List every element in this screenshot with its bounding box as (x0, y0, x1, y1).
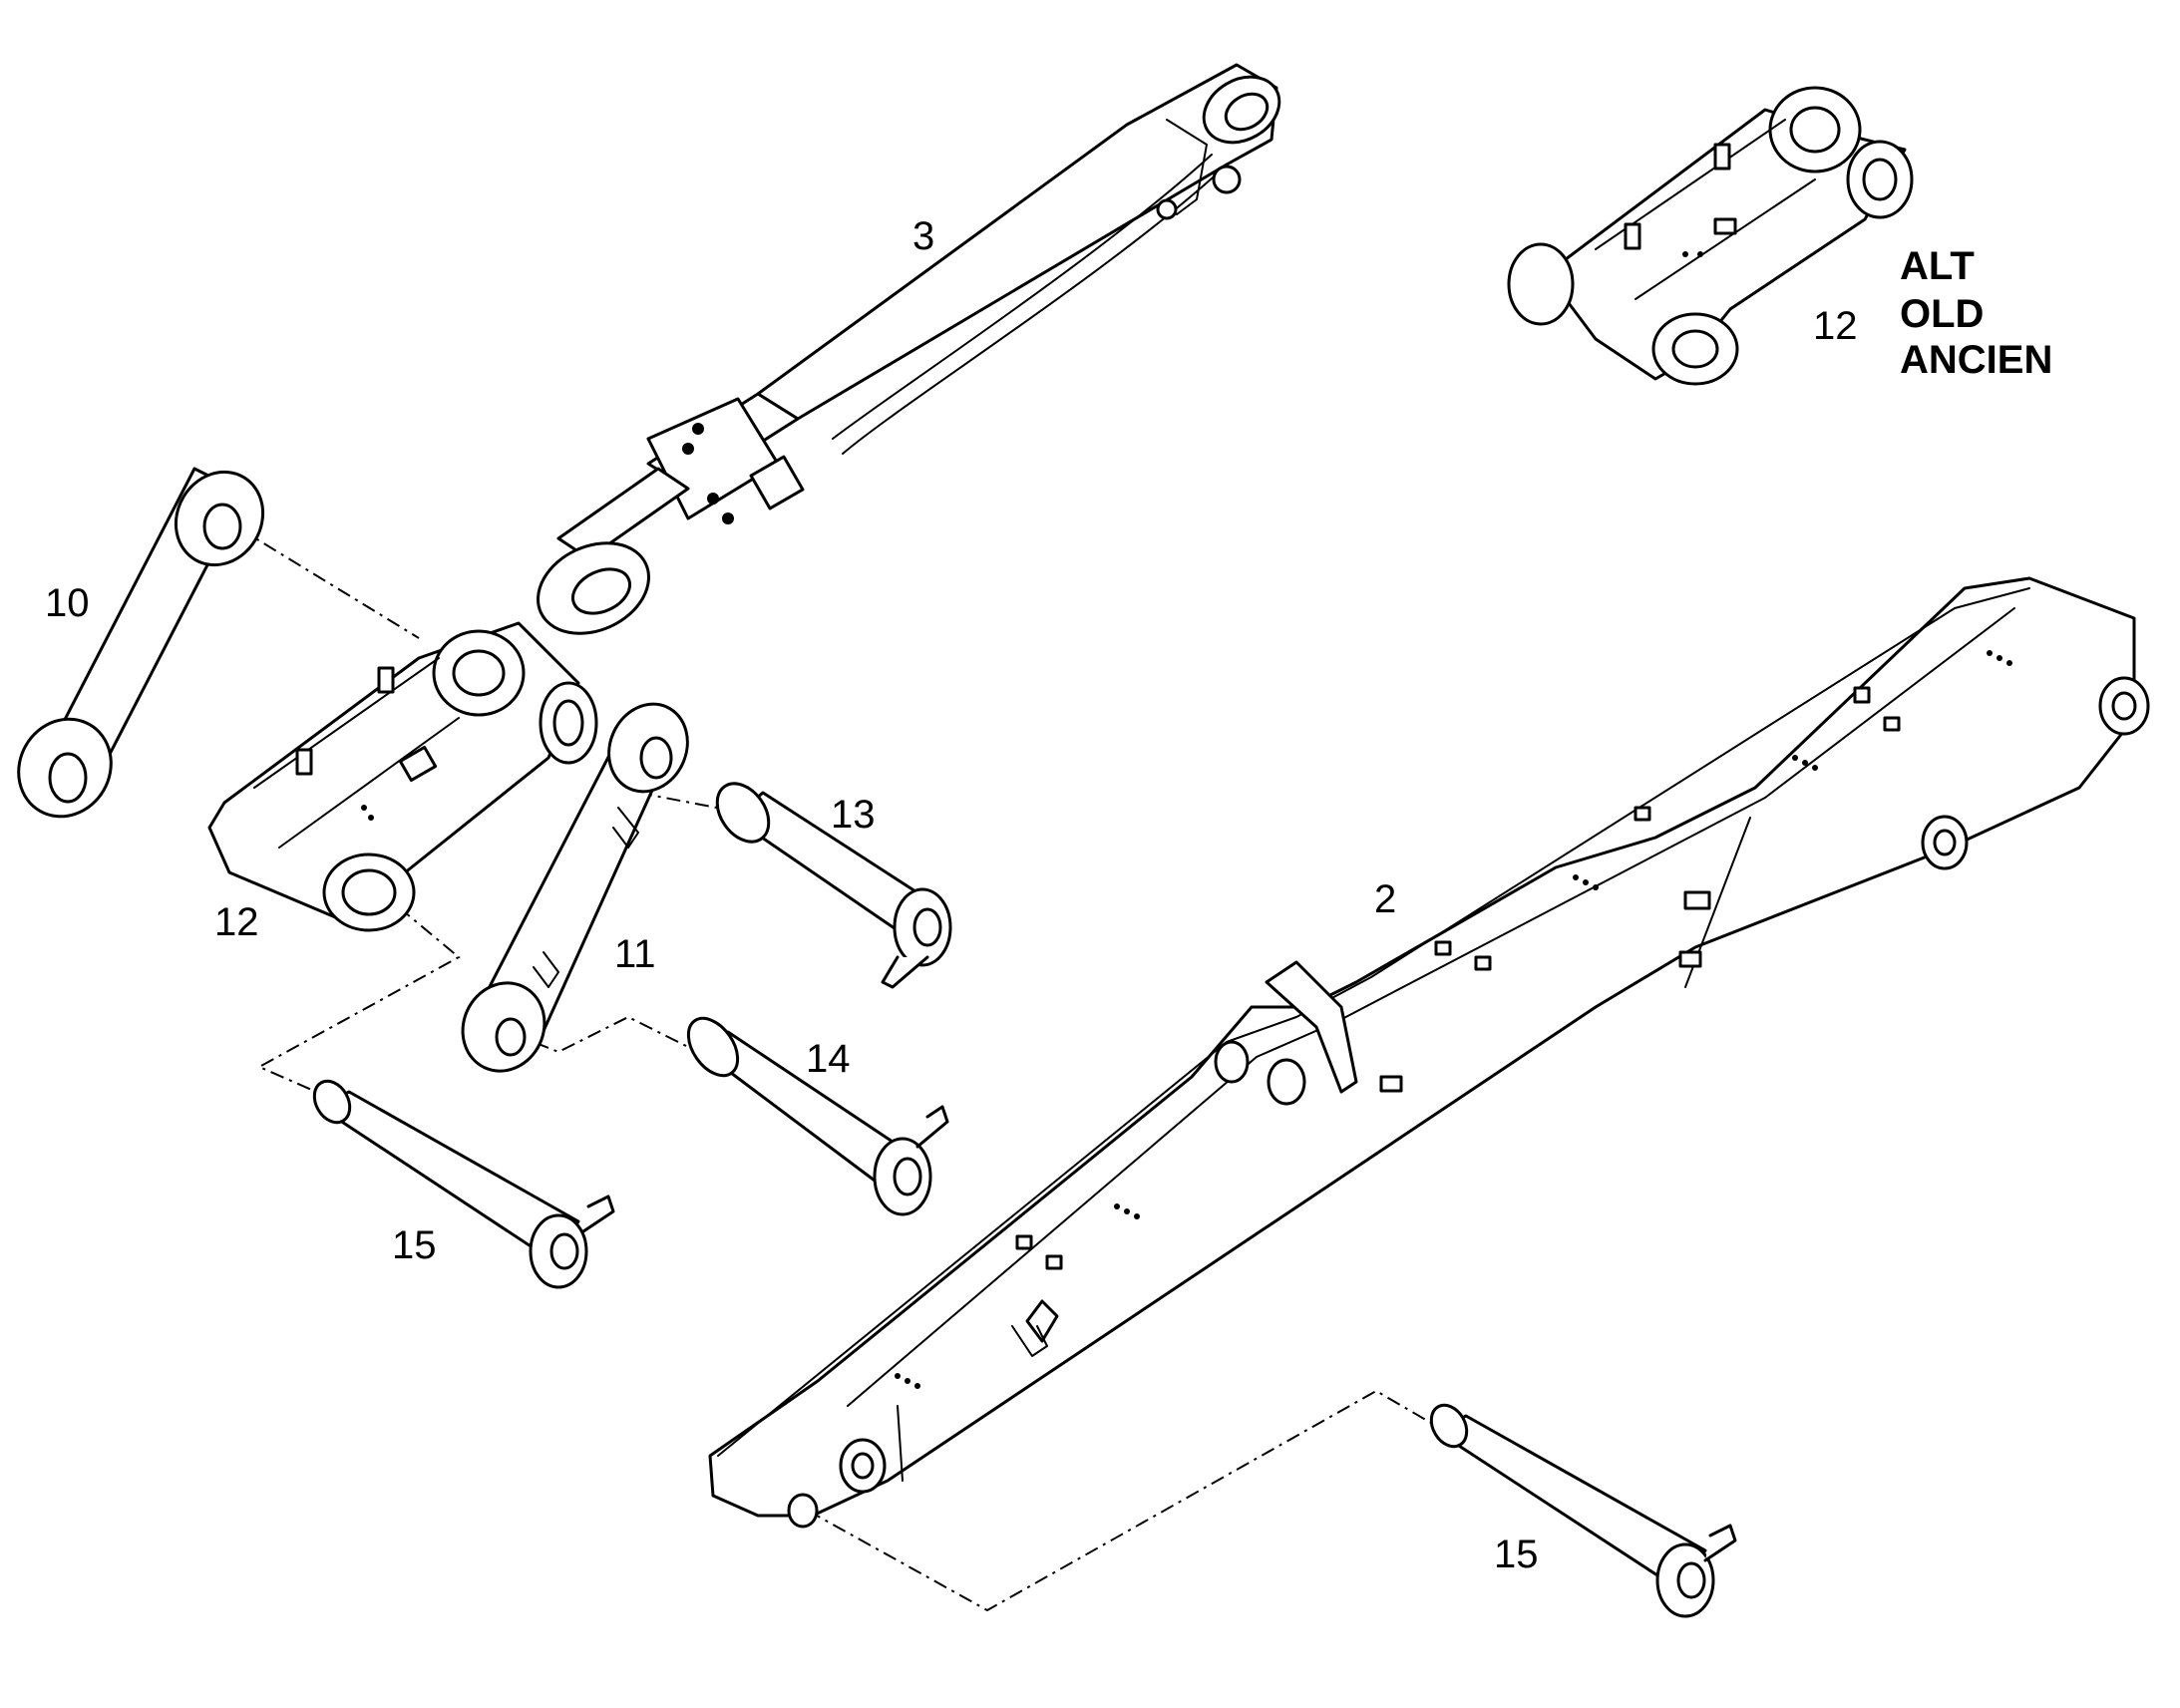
label-link-left: 10 (45, 581, 90, 625)
rocker-main (207, 621, 598, 932)
link-left (17, 467, 265, 819)
label-link-right: 11 (614, 932, 656, 976)
label-pin-14: 14 (806, 1037, 851, 1081)
label-pin-13: 13 (831, 793, 876, 837)
hydraulic-cylinder (537, 63, 1281, 635)
variant-line-alt: ALT (1900, 244, 1975, 288)
variant-line-ancien: ANCIEN (1900, 338, 2052, 382)
label-rocker-alt: 12 (1813, 304, 1858, 348)
variant-note: ALT OLD ANCIEN (1900, 244, 2052, 382)
label-rocker-main: 12 (214, 900, 259, 944)
pin-15-right (1429, 1403, 1737, 1618)
rocker-alt-old (1507, 86, 1914, 386)
label-pin-15-left: 15 (392, 1223, 437, 1267)
link-right (461, 702, 689, 1073)
pin-15-left (312, 1079, 615, 1289)
variant-line-old: OLD (1900, 292, 1984, 336)
pin-14 (686, 1016, 949, 1216)
boom (708, 576, 2150, 1529)
label-pin-15-right: 15 (1494, 1533, 1539, 1576)
label-boom: 2 (1374, 877, 1396, 921)
pin-13 (715, 782, 952, 989)
label-cylinder: 3 (912, 214, 934, 258)
part-labels: 2 3 10 11 12 12 13 14 15 15 (45, 214, 1858, 1576)
